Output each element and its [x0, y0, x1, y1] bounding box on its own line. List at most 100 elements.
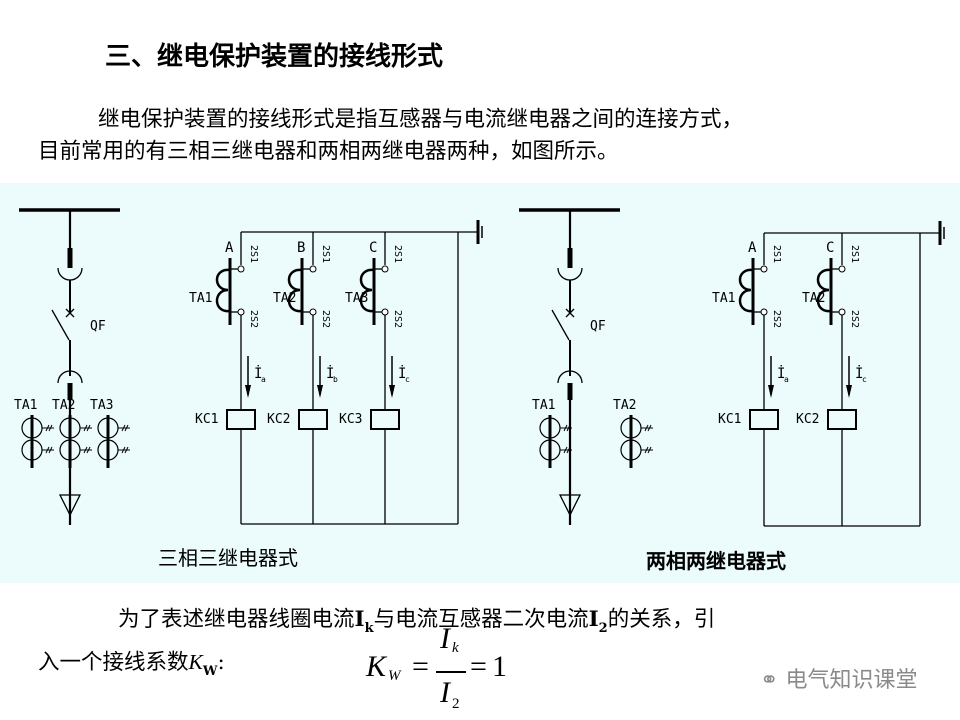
relay-label: KC2 — [796, 412, 819, 427]
ct-hash — [566, 424, 571, 432]
ct-coil — [359, 268, 375, 313]
ct-label: TA1 — [712, 291, 735, 306]
terminal-label-2s2: 2S2 — [392, 310, 403, 328]
ct-hash — [48, 446, 53, 454]
disconnect-arc — [557, 370, 583, 384]
ct-hash — [644, 446, 649, 454]
disconnect-arc — [557, 267, 583, 281]
ct-coil — [287, 268, 303, 313]
watermark: ⚭ 电气知识课堂 — [760, 662, 917, 694]
relay-label: KC1 — [718, 412, 741, 427]
relay-coil — [370, 409, 400, 430]
text: 为了表述继电器线圈电流 — [118, 607, 355, 632]
relay-coil — [298, 409, 328, 430]
formula-kw-sub: W — [388, 668, 401, 684]
relay-coil — [226, 409, 256, 430]
ct-hash — [121, 446, 126, 454]
ct-hash — [563, 424, 568, 432]
intro-line-2: 目前常用的有三相三继电器和两相两继电器两种，如图所示。 — [38, 139, 619, 164]
ct-coil — [816, 268, 832, 313]
ct-hash — [647, 446, 652, 454]
ct-label: TA2 — [802, 291, 825, 306]
current-subscript: a — [784, 375, 789, 384]
single-line-diagram: QF TA1 TA2 TA3 — [14, 208, 130, 525]
text: 入一个接线系数 — [38, 650, 189, 675]
phase-label: A — [225, 240, 234, 256]
secondary-circuit: ATA12S12S2İaKC1BTA22S12S2İbKC2CTA32S12S2… — [189, 220, 483, 525]
ct-hash — [121, 424, 126, 432]
ct-hash — [124, 424, 129, 432]
arrow-head — [846, 385, 852, 398]
formula-equals-2: = — [470, 650, 487, 683]
load-arrow — [558, 494, 582, 517]
formula-denominator-sub: 2 — [452, 696, 460, 712]
terminal — [838, 308, 846, 316]
arrow-head — [389, 385, 395, 398]
caption-three-phase: 三相三继电器式 — [158, 546, 298, 570]
arrow-head — [768, 385, 774, 398]
i2-subscript: 2 — [598, 621, 608, 636]
fraction-bar — [436, 671, 466, 673]
ct-label: TA3 — [90, 398, 113, 413]
terminal-label-2s1: 2S1 — [248, 245, 259, 263]
kw-symbol: K — [188, 650, 203, 674]
relay-label: KC2 — [267, 412, 290, 427]
ct-hash — [647, 424, 652, 432]
terminal-label-2s1: 2S1 — [771, 245, 782, 263]
disconnect-arc — [57, 267, 83, 281]
ct-label: TA2 — [52, 398, 75, 413]
current-label: İ — [326, 364, 334, 382]
wiring-coefficient-formula: K W = I k I 2 = 1 — [362, 622, 522, 718]
terminal — [381, 308, 389, 316]
terminal — [309, 265, 317, 273]
bottom-line-2: 入一个接线系数KW: — [38, 645, 225, 679]
breaker-label: QF — [90, 319, 106, 334]
ct-label: TA1 — [532, 398, 555, 413]
phase-label: B — [297, 240, 305, 256]
breaker-x — [565, 308, 575, 318]
ct-hash — [566, 446, 571, 454]
phase-label: A — [748, 240, 757, 256]
terminal — [237, 308, 245, 316]
current-label: İ — [254, 364, 262, 382]
terminal-label-2s2: 2S2 — [771, 310, 782, 328]
terminal — [381, 265, 389, 273]
ct-label: TA1 — [14, 398, 37, 413]
ct-hash — [86, 424, 91, 432]
ct-hash — [124, 446, 129, 454]
breaker-blade — [551, 309, 570, 341]
ct-hash — [563, 446, 568, 454]
formula-denominator: I — [440, 676, 450, 709]
wechat-icon: ⚭ — [760, 668, 786, 693]
terminal — [838, 265, 846, 273]
slide-title: 三、继电保护装置的接线形式 — [105, 42, 444, 72]
i2-symbol: I — [588, 607, 599, 632]
current-subscript: b — [333, 375, 338, 384]
phase-label: C — [369, 240, 377, 256]
relay-coil — [827, 409, 857, 430]
arrow-head — [317, 385, 323, 398]
terminal — [760, 265, 768, 273]
disconnect-arc — [57, 370, 83, 384]
ct-hash — [86, 446, 91, 454]
ct-hash — [83, 446, 88, 454]
ct-coil — [738, 268, 754, 313]
kw-subscript: W — [202, 664, 218, 679]
ct-label: TA2 — [613, 398, 636, 413]
ct-hash — [45, 446, 50, 454]
formula-result: 1 — [492, 650, 507, 683]
terminal-label-2s2: 2S2 — [248, 310, 259, 328]
current-subscript: c — [405, 375, 410, 384]
breaker-blade — [51, 309, 70, 341]
current-subscript: c — [862, 375, 867, 384]
ct-label: TA3 — [345, 291, 368, 306]
arrow-head — [245, 385, 251, 398]
current-subscript: a — [261, 375, 266, 384]
